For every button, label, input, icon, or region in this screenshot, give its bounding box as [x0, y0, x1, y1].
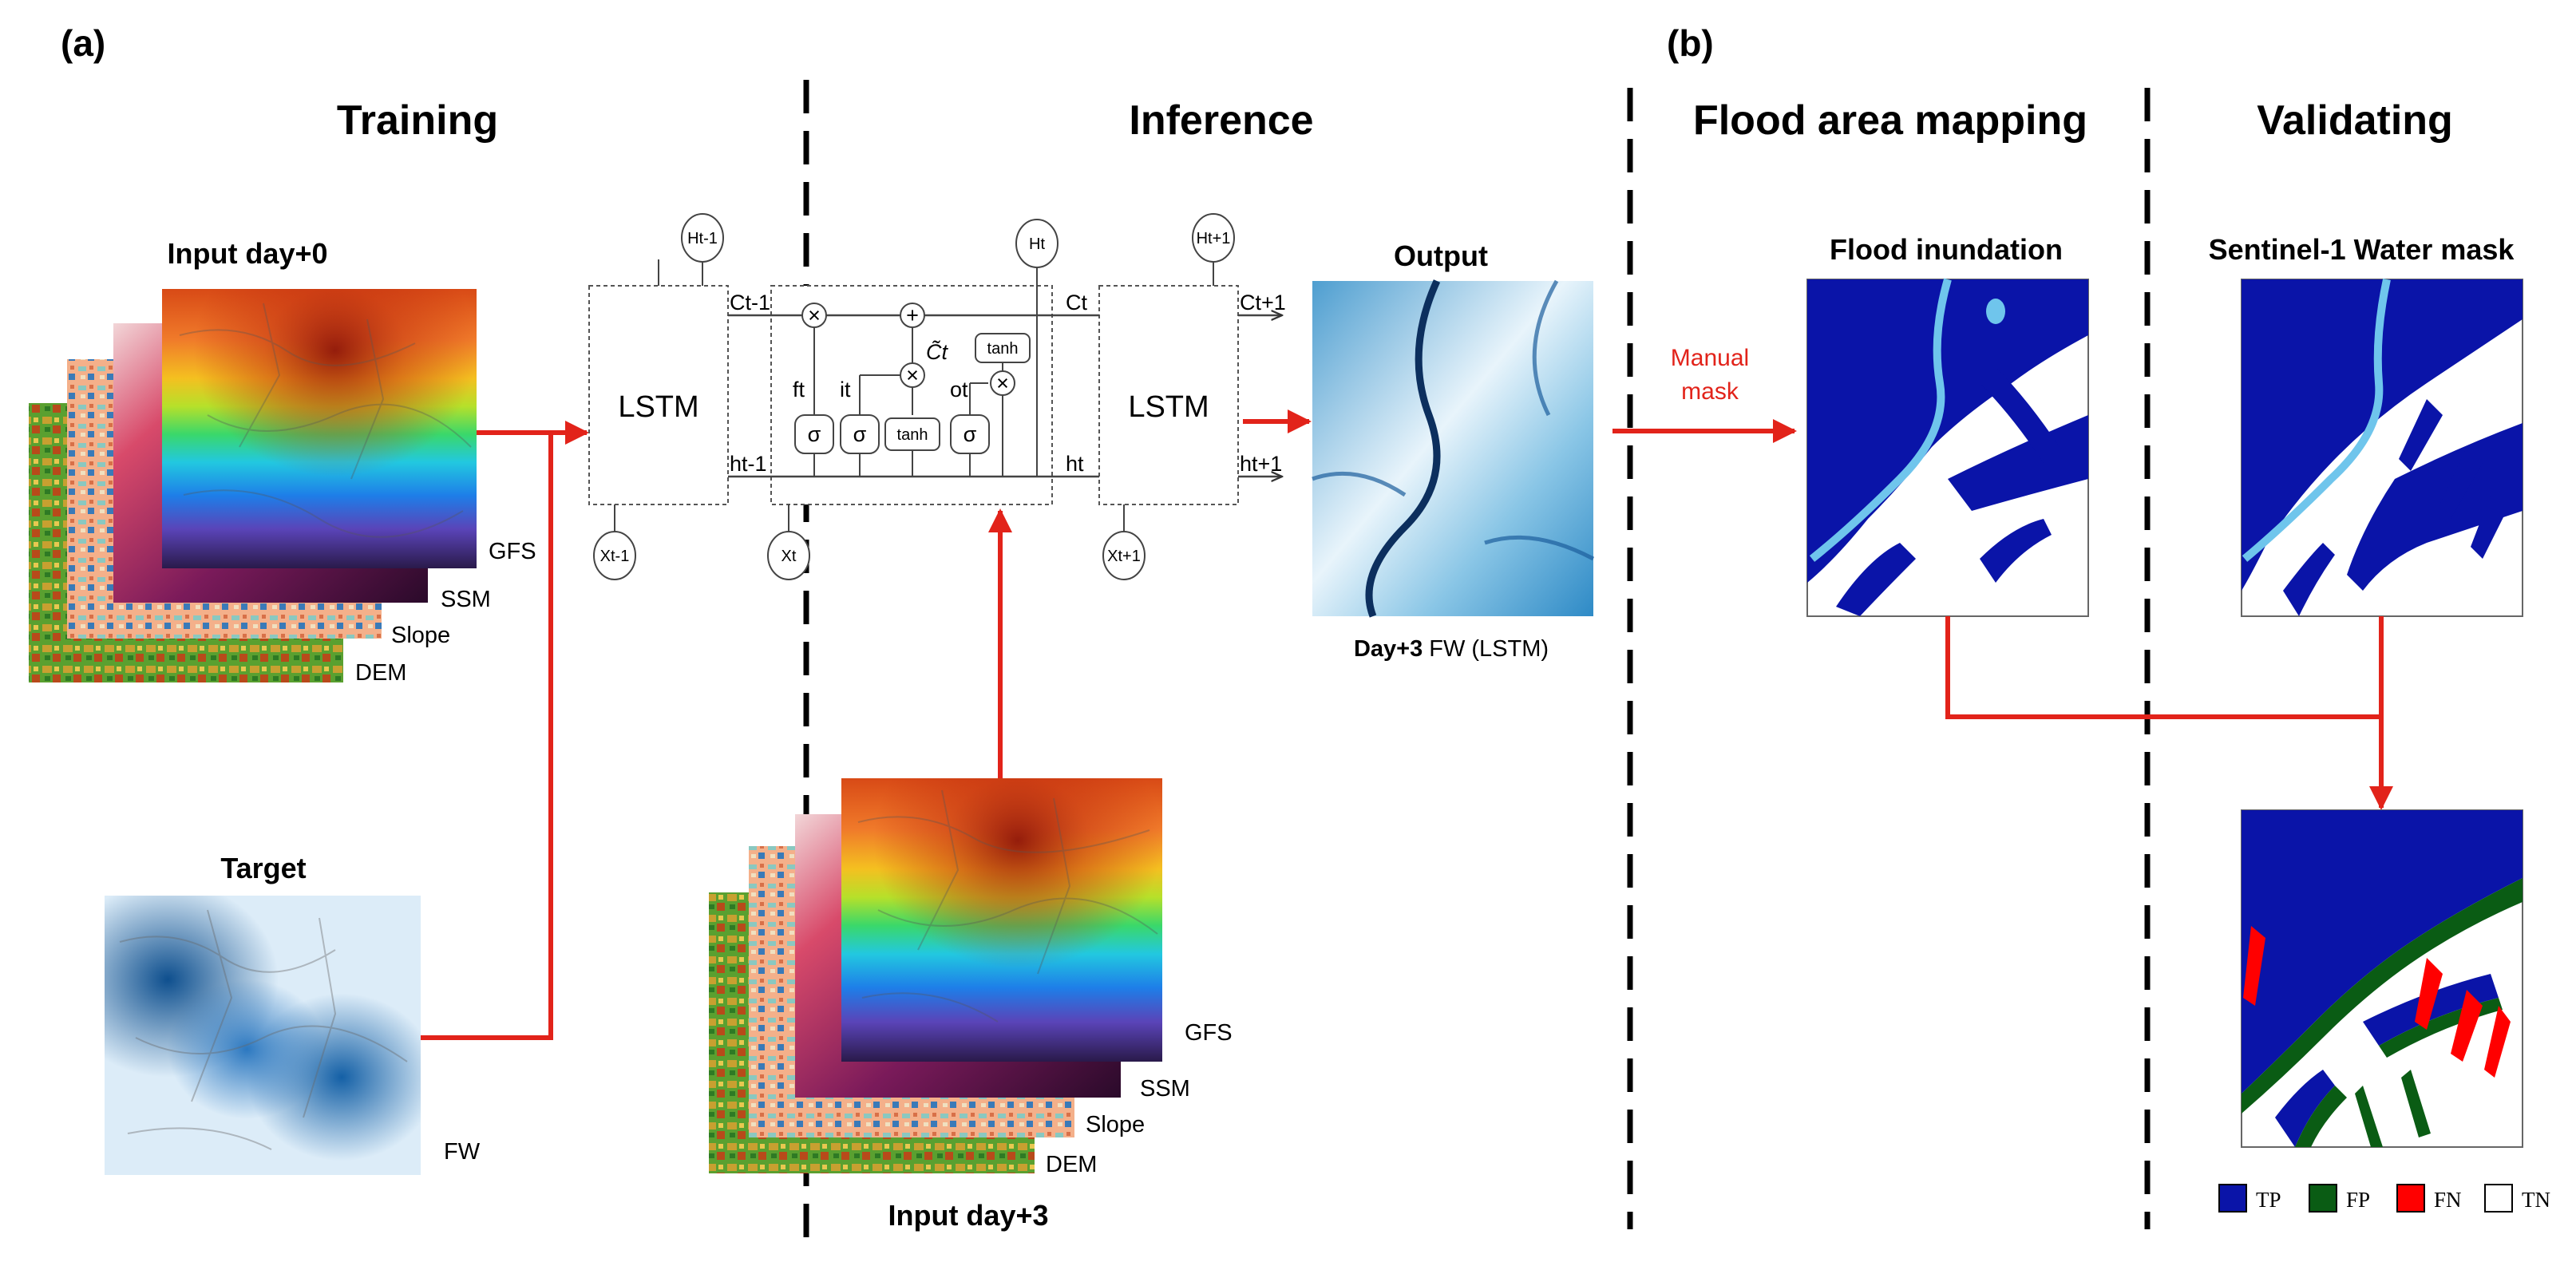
output-fw-map	[1312, 281, 1593, 616]
x-next-node	[1102, 531, 1146, 580]
legend-label-tn: TN	[2522, 1188, 2550, 1212]
arrow-target-to-lstm	[421, 433, 553, 1040]
section-title-flood-mapping: Flood area mapping	[1693, 97, 2087, 144]
training-layer-label-dem: DEM	[355, 660, 406, 686]
legend-swatch-tp	[2218, 1184, 2247, 1213]
inference-layer-label-ssm: SSM	[1140, 1076, 1190, 1102]
h-curr-node-label: Ht	[1029, 235, 1045, 253]
tanh-candidate-label: tanh	[897, 426, 928, 444]
sigma-input-label: σ	[853, 422, 867, 446]
output-caption: Day+3 FW (LSTM)	[1354, 636, 1549, 662]
lstm-cell-prev-label: LSTM	[618, 390, 698, 424]
training-layer-label-ssm: SSM	[441, 587, 491, 612]
training-target: Target FW	[105, 852, 481, 1175]
legend-swatch-fn	[2396, 1184, 2425, 1213]
legend-swatch-fp	[2309, 1184, 2337, 1213]
water-mask-title: Sentinel-1 Water mask	[2209, 233, 2515, 266]
x-next-node-label: Xt+1	[1107, 548, 1141, 565]
section-title-training: Training	[337, 97, 498, 144]
x-prev-node-label: Xt-1	[600, 548, 630, 565]
validation-result	[2241, 809, 2523, 1148]
section-title-inference: Inference	[1129, 97, 1313, 144]
input-gate-label: it	[840, 378, 851, 402]
lstm-cell-next-label: LSTM	[1128, 390, 1209, 424]
lstm-chain: LSTM LSTM Ct-1 ht-1 Ct ht Ct+1 ht+1 Ht-1…	[588, 213, 1286, 580]
candidate-label: C̃t	[926, 339, 948, 364]
output-mult-symbol: ×	[996, 371, 1009, 395]
lstm-cell-next	[1098, 285, 1239, 505]
panel-label-b: (b)	[1667, 22, 1714, 64]
legend: TP FP FN TN	[2218, 1184, 2550, 1213]
output-gate-label: ot	[950, 378, 968, 402]
h-curr-state-label: ht	[1066, 452, 1084, 476]
output-caption-rest: FW (LSTM)	[1423, 636, 1549, 662]
c-next-label: Ct+1	[1240, 291, 1286, 315]
inference-layer-label-dem: DEM	[1046, 1152, 1097, 1177]
legend-label-fn: FN	[2434, 1188, 2462, 1212]
x-curr-node	[767, 531, 810, 580]
inference-layer-label-slope: Slope	[1086, 1112, 1145, 1137]
training-target-title: Target	[220, 852, 306, 884]
h-prev-state-label: ht-1	[730, 452, 767, 476]
manual-mask-label-line2: mask	[1681, 378, 1739, 405]
arrow-flood-to-validation	[1945, 616, 2381, 719]
training-input-title: Input day+0	[167, 237, 327, 270]
c-prev-label: Ct-1	[730, 291, 770, 315]
flood-inundation: Flood inundation	[1806, 233, 2089, 617]
sigma-output-label: σ	[964, 422, 977, 446]
inference-input-stack: GFS SSM Slope DEM Input day+3	[709, 778, 1233, 1232]
add-symbol: +	[906, 303, 919, 327]
forget-mult-node	[801, 303, 827, 328]
x-prev-node	[593, 531, 636, 580]
inference-layer-label-gfs: GFS	[1185, 1020, 1233, 1046]
inference-output: Output Day+3 FW (LSTM)	[1312, 239, 1595, 662]
legend-label-tp: TP	[2256, 1188, 2281, 1212]
legend-swatch-tn	[2484, 1184, 2513, 1213]
training-target-label: FW	[444, 1139, 481, 1165]
add-node	[900, 303, 925, 328]
tanh-output-label: tanh	[987, 340, 1019, 358]
input-mult-node	[900, 362, 925, 388]
training-layer-label-gfs: GFS	[489, 539, 536, 564]
inference-input-title: Input day+3	[888, 1199, 1048, 1232]
h-next-node-label: Ht+1	[1197, 230, 1231, 247]
manual-mask-label-line1: Manual	[1671, 345, 1749, 371]
output-caption-bold: Day+3	[1354, 636, 1423, 662]
sentinel-water-mask: Sentinel-1 Water mask	[2209, 233, 2523, 617]
forget-mult-symbol: ×	[808, 303, 821, 327]
legend-label-fp: FP	[2346, 1188, 2370, 1212]
tanh-output-box	[975, 333, 1031, 363]
panel-label-a: (a)	[61, 22, 105, 64]
c-curr-label: Ct	[1066, 291, 1087, 315]
output-title: Output	[1394, 239, 1488, 272]
output-mult-node	[990, 370, 1015, 396]
h-next-state-label: ht+1	[1240, 452, 1282, 476]
h-prev-node-label: Ht-1	[687, 230, 718, 247]
sigma-forget-label: σ	[808, 422, 821, 446]
flood-inundation-title: Flood inundation	[1830, 233, 2063, 266]
training-layer-label-slope: Slope	[391, 623, 450, 648]
input-mult-symbol: ×	[906, 363, 919, 387]
training-input-stack: Input day+0 GFS SSM Slope DEM	[29, 237, 536, 686]
forget-gate-label: ft	[793, 378, 805, 402]
lstm-cell-prev	[588, 285, 729, 505]
x-curr-node-label: Xt	[782, 548, 797, 565]
lstm-gates	[813, 315, 1003, 477]
section-title-validating: Validating	[2257, 97, 2453, 144]
